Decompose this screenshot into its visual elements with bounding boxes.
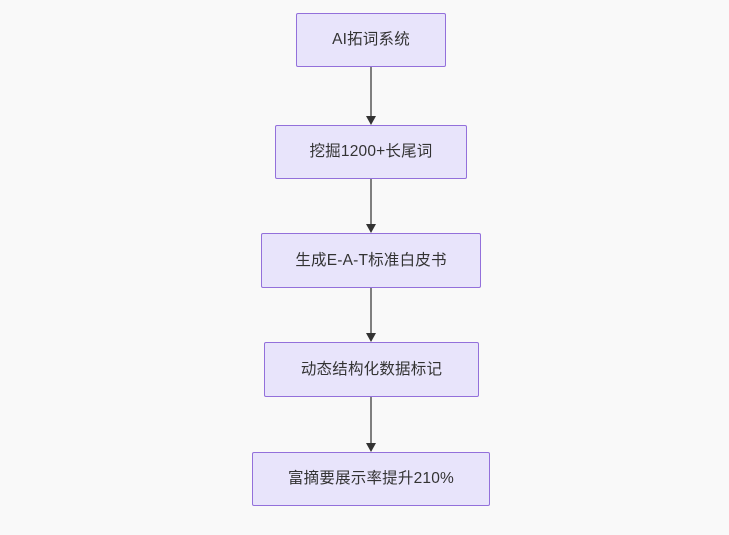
flow-node-eat-whitepaper[interactable]: 生成E-A-T标准白皮书: [261, 233, 481, 288]
edge-line: [370, 397, 372, 444]
node-label: AI拓词系统: [332, 31, 410, 49]
node-label: 挖掘1200+长尾词: [309, 143, 433, 161]
edge-line: [370, 179, 372, 225]
node-label: 动态结构化数据标记: [300, 360, 443, 378]
flow-node-structured-data[interactable]: 动态结构化数据标记: [264, 342, 479, 397]
node-label: 富摘要展示率提升210%: [287, 470, 455, 488]
arrow-head-icon: [365, 116, 376, 125]
edge-line: [370, 67, 372, 117]
arrow-head-icon: [365, 443, 376, 452]
edge-line: [370, 288, 372, 334]
flow-node-longtail-mining[interactable]: 挖掘1200+长尾词: [275, 125, 467, 179]
node-label: 生成E-A-T标准白皮书: [295, 251, 447, 269]
flow-node-rich-snippet-result[interactable]: 富摘要展示率提升210%: [252, 452, 490, 506]
arrow-head-icon: [365, 224, 376, 233]
flow-node-ai-keyword-system[interactable]: AI拓词系统: [296, 13, 446, 67]
arrow-head-icon: [365, 333, 376, 342]
